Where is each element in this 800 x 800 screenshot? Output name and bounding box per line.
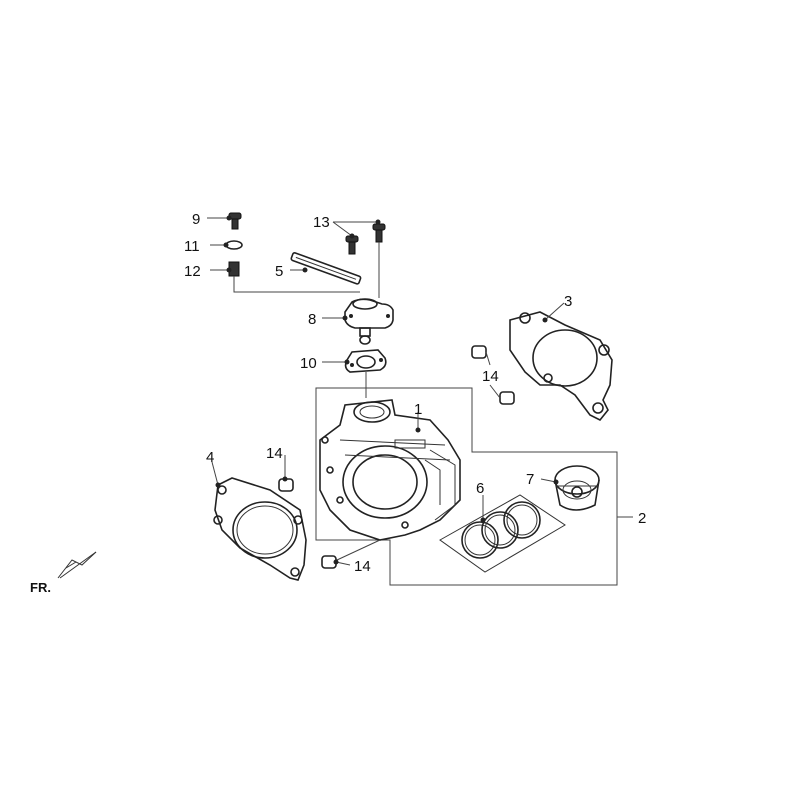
- sensor-strip-5: [290, 252, 362, 285]
- callout-5: 5: [275, 263, 283, 280]
- callout-10: 10: [300, 355, 317, 372]
- callout-12: 12: [184, 263, 201, 280]
- callout-6: 6: [476, 480, 484, 497]
- bolt-13b: [372, 223, 386, 243]
- callout-2: 2: [638, 510, 646, 527]
- callout-9: 9: [192, 211, 200, 228]
- dowel-pin-14a: [471, 345, 487, 359]
- gasket-10: [344, 349, 387, 373]
- bolt-9: [228, 212, 242, 230]
- callout-11: 11: [184, 238, 200, 255]
- dowel-pin-14b: [499, 391, 515, 405]
- callout-14a: 14: [482, 368, 499, 385]
- callout-7: 7: [526, 471, 534, 488]
- front-label: FR.: [30, 580, 51, 595]
- piston-7: [554, 465, 600, 511]
- front-direction-arrow-icon: [57, 551, 97, 579]
- callout-14c: 14: [354, 558, 371, 575]
- head-gasket-3: [509, 311, 613, 422]
- thermostat-housing-8: [344, 298, 394, 345]
- cylinder-1: [319, 399, 461, 541]
- callout-14b: 14: [266, 445, 283, 462]
- assembly-group-outline: [315, 387, 618, 586]
- callout-13: 13: [313, 214, 330, 231]
- callout-3: 3: [564, 293, 572, 310]
- callout-8: 8: [308, 311, 316, 328]
- callout-1: 1: [414, 401, 422, 418]
- callout-4: 4: [206, 449, 214, 466]
- piston-rings-6: [439, 494, 566, 573]
- base-gasket-4: [213, 477, 307, 581]
- bolt-13a: [345, 235, 359, 255]
